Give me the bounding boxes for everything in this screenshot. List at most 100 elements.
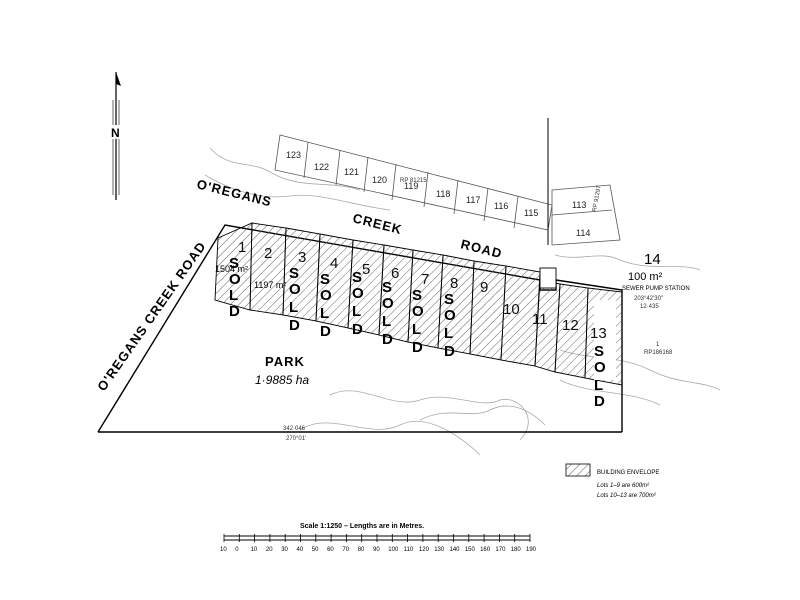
scale-tick-label: 130 <box>434 547 445 553</box>
svg-text:D: D <box>352 321 363 338</box>
scale-bar: Scale 1:1250 – Lengths are in Metres. 10… <box>220 523 537 553</box>
svg-text:D: D <box>412 339 423 356</box>
svg-text:D: D <box>444 343 455 360</box>
svg-text:7: 7 <box>421 271 429 288</box>
scale-tick-label: 160 <box>480 547 491 553</box>
svg-text:117: 117 <box>466 195 480 205</box>
svg-text:S: S <box>289 265 299 282</box>
svg-text:122: 122 <box>314 162 329 172</box>
scale-tick-label: 50 <box>312 547 319 553</box>
svg-text:L: L <box>382 313 391 330</box>
scale-tick-label: 30 <box>281 547 288 553</box>
svg-text:118: 118 <box>436 189 450 199</box>
legend-title: BUILDING ENVELOPE <box>597 470 659 476</box>
svg-text:115: 115 <box>524 208 538 218</box>
scale-tick-label: 120 <box>419 547 430 553</box>
sold-stamp-lot-4: S O L D <box>320 271 332 340</box>
svg-text:D: D <box>320 323 331 340</box>
scale-tick-label: 100 <box>388 547 399 553</box>
svg-text:120: 120 <box>372 175 387 185</box>
lot-2[interactable] <box>249 222 287 316</box>
svg-text:L: L <box>444 325 453 342</box>
svg-text:114: 114 <box>576 228 590 238</box>
bottom-dim-b: 270°01' <box>286 436 306 442</box>
rp-right2: RP186168 <box>644 350 673 356</box>
scale-tick-label: 170 <box>495 547 506 553</box>
svg-text:121: 121 <box>344 167 359 177</box>
scale-tick-label: 20 <box>266 547 273 553</box>
svg-text:O: O <box>594 359 606 376</box>
sold-stamp-lot-7: S O L D <box>412 287 424 356</box>
svg-text:4: 4 <box>330 255 338 272</box>
legend-hatch-swatch <box>565 463 591 477</box>
svg-text:O: O <box>444 307 456 324</box>
lot-numbers: 1 2 3 4 5 6 7 8 9 10 11 12 13 <box>238 239 607 342</box>
sold-stamp-lot-1: S O L D <box>229 255 241 320</box>
sold-stamp-lot-8: S O L D <box>444 291 456 360</box>
road-label-creek: CREEK <box>351 210 404 237</box>
svg-text:13: 13 <box>590 325 607 342</box>
svg-text:6: 6 <box>391 265 399 282</box>
svg-text:L: L <box>412 321 421 338</box>
scale-tick-label: 90 <box>373 547 380 553</box>
bottom-dim-a: 342·046 <box>283 426 306 432</box>
svg-text:113: 113 <box>572 200 586 210</box>
svg-text:9: 9 <box>480 279 488 296</box>
park-area: 1·9885 ha <box>255 373 309 387</box>
scale-title: Scale 1:1250 – Lengths are in Metres. <box>300 523 424 530</box>
road-label-oregans: O'REGANS <box>195 176 273 209</box>
scale-tick-label: 140 <box>450 547 461 553</box>
svg-text:S: S <box>352 269 362 286</box>
bearing-a: 203°42'30" <box>634 296 663 302</box>
legend-note-2: Lots 10–13 are 700m² <box>597 493 657 499</box>
road-label-side: O'REGANS CREEK ROAD <box>94 239 209 394</box>
svg-text:O: O <box>412 303 424 320</box>
north-label: N <box>111 126 120 140</box>
lot-9[interactable] <box>469 260 507 361</box>
svg-text:8: 8 <box>450 275 458 292</box>
svg-text:10: 10 <box>503 301 520 318</box>
road-label-road: ROAD <box>459 236 504 261</box>
sold-stamp-lot-3: S O L D <box>289 265 301 334</box>
svg-text:D: D <box>594 393 605 410</box>
svg-text:O: O <box>382 295 394 312</box>
svg-text:D: D <box>289 317 300 334</box>
scale-tick-label: 70 <box>342 547 349 553</box>
sold-stamp-lot-5: S O L D <box>352 269 364 338</box>
svg-text:O: O <box>320 287 332 304</box>
lot-14-note: SEWER PUMP STATION <box>622 286 690 292</box>
scale-tick-label: 180 <box>511 547 522 553</box>
svg-text:L: L <box>229 287 238 304</box>
legend-note-1: Lots 1–9 are 600m² <box>597 483 650 489</box>
bearing-b: 12·435 <box>640 304 659 310</box>
svg-text:D: D <box>382 331 393 348</box>
svg-text:L: L <box>594 377 603 394</box>
svg-text:S: S <box>594 343 604 360</box>
sold-stamp-lot-6: S O L D <box>382 279 394 348</box>
scale-tick-label: 190 <box>526 547 537 553</box>
rp-right: 1 <box>656 342 660 348</box>
svg-text:L: L <box>289 299 298 316</box>
lot-14-area: 100 m² <box>628 271 663 283</box>
svg-text:3: 3 <box>298 249 306 266</box>
sold-stamp-lot-13: S O L D <box>594 343 606 410</box>
svg-text:116: 116 <box>494 201 508 211</box>
svg-text:S: S <box>382 279 392 296</box>
svg-text:O: O <box>229 271 241 288</box>
legend: BUILDING ENVELOPE Lots 1–9 are 600m² Lot… <box>565 463 659 499</box>
upper-lot-labels: 123 122 121 120 119 118 117 116 115 113 … <box>286 150 603 238</box>
scale-tick-label: 10 <box>220 547 227 553</box>
svg-text:12: 12 <box>562 317 579 334</box>
upper-rp-label: RP 81215 <box>400 178 427 184</box>
svg-text:2: 2 <box>264 245 272 262</box>
lot-14-number: 14 <box>644 251 661 268</box>
svg-text:L: L <box>320 305 329 322</box>
svg-text:S: S <box>444 291 454 308</box>
svg-text:5: 5 <box>362 261 370 278</box>
sold-stamps: S O L D S O L D S O L D S O L D S O L D <box>229 255 606 410</box>
north-arrow-icon: N <box>110 72 122 200</box>
svg-text:S: S <box>229 255 239 272</box>
scale-tick-label: 0 <box>235 547 239 553</box>
